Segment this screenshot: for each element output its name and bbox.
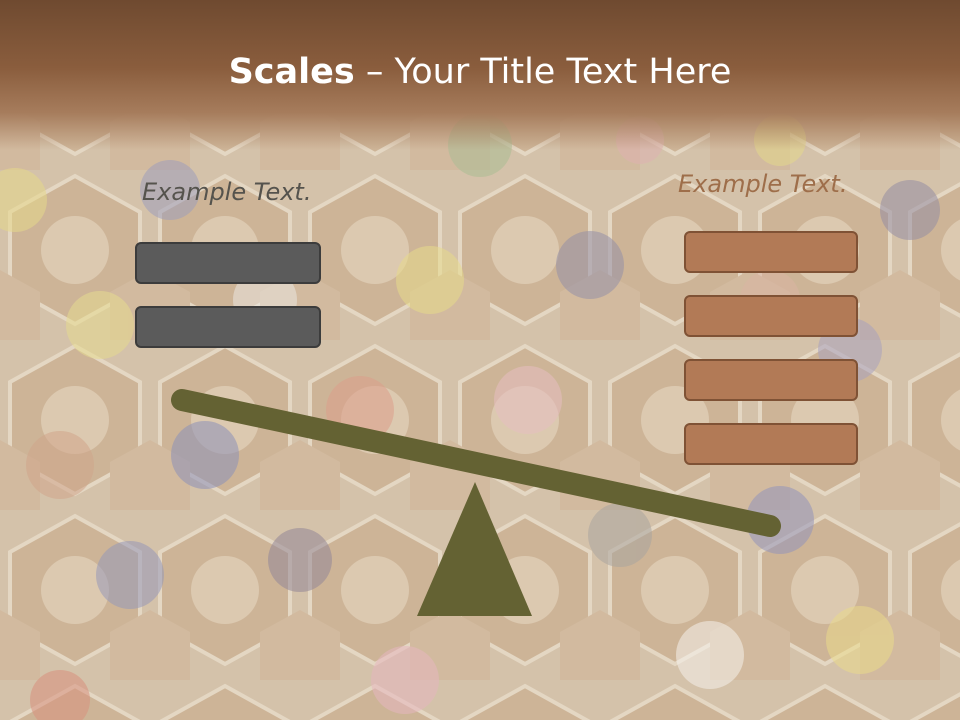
left-bar-2	[135, 306, 321, 348]
left-bar-1	[135, 242, 321, 284]
right-example-text: Example Text.	[678, 170, 848, 198]
title-bold: Scales	[228, 52, 355, 92]
right-bar-1	[684, 231, 858, 273]
right-bar-2	[684, 295, 858, 337]
title-band	[0, 0, 960, 150]
right-bar-4	[684, 423, 858, 465]
fulcrum-triangle	[417, 482, 532, 616]
left-example-text: Example Text.	[142, 178, 312, 206]
seesaw-beam	[171, 389, 781, 537]
title-rest: – Your Title Text Here	[354, 52, 732, 92]
right-bar-3	[684, 359, 858, 401]
slide-title: Scales – Your Title Text Here	[0, 52, 960, 92]
